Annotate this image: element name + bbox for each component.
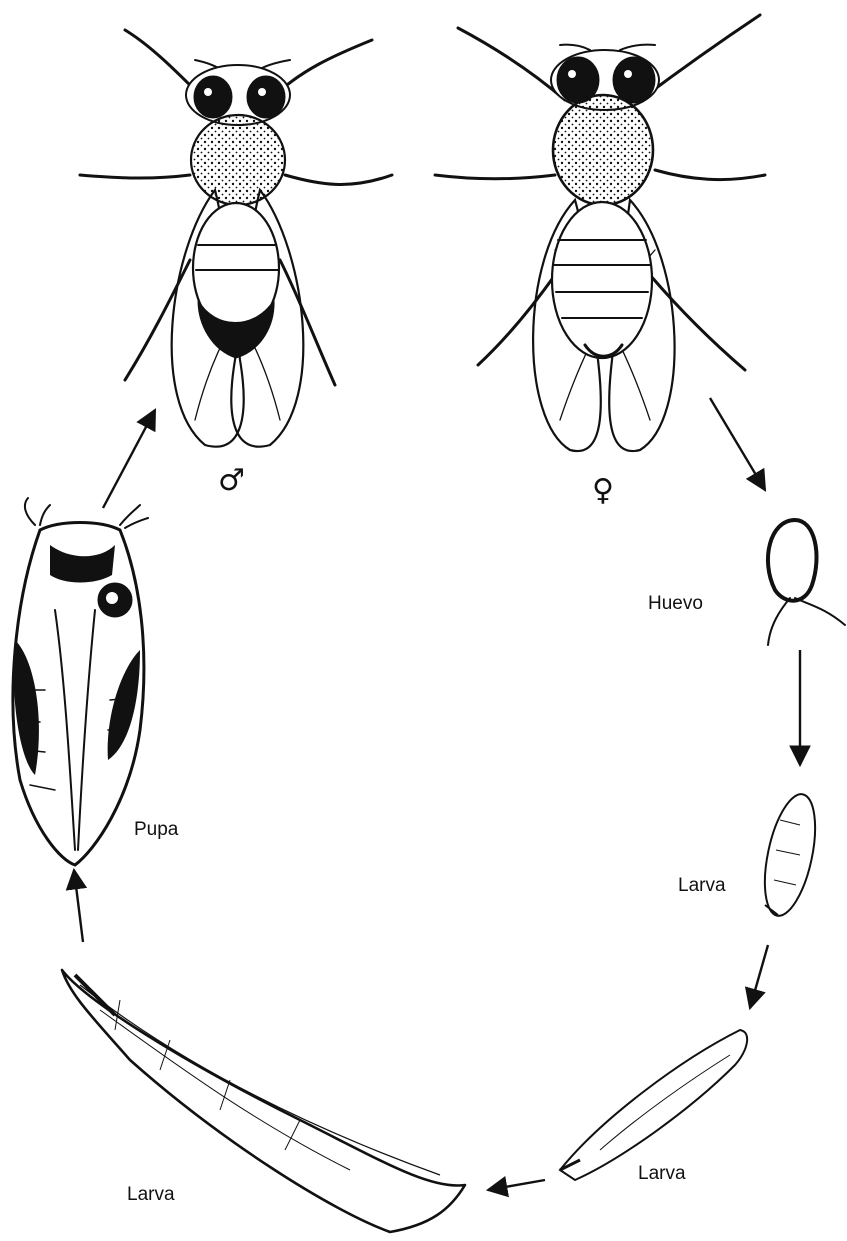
- arrow-pupa-to-male: [103, 410, 155, 508]
- female-fly: [435, 15, 765, 451]
- larva-small-label: Larva: [678, 876, 726, 895]
- larva-small-drawing: [756, 790, 825, 920]
- cycle-arrows: [74, 398, 800, 1190]
- egg-drawing: [768, 520, 845, 645]
- larva-medium-drawing: [560, 1030, 747, 1180]
- female-symbol: ♀: [592, 476, 614, 506]
- pupa-drawing: [13, 498, 148, 865]
- male-symbol: ♂: [218, 466, 245, 496]
- arrow-female-to-egg: [710, 398, 765, 490]
- arrow-larva-to-pupa: [74, 870, 83, 942]
- male-fly: [80, 30, 392, 447]
- arrow-larva-to-larva: [750, 945, 768, 1008]
- larva-large-label: Larva: [127, 1185, 175, 1204]
- arrow-larva-to-large-larva: [488, 1180, 545, 1190]
- egg-label: Huevo: [648, 594, 703, 613]
- pupa-label: Pupa: [134, 820, 178, 839]
- larva-large-drawing: [62, 970, 465, 1232]
- larva-medium-label: Larva: [638, 1164, 686, 1183]
